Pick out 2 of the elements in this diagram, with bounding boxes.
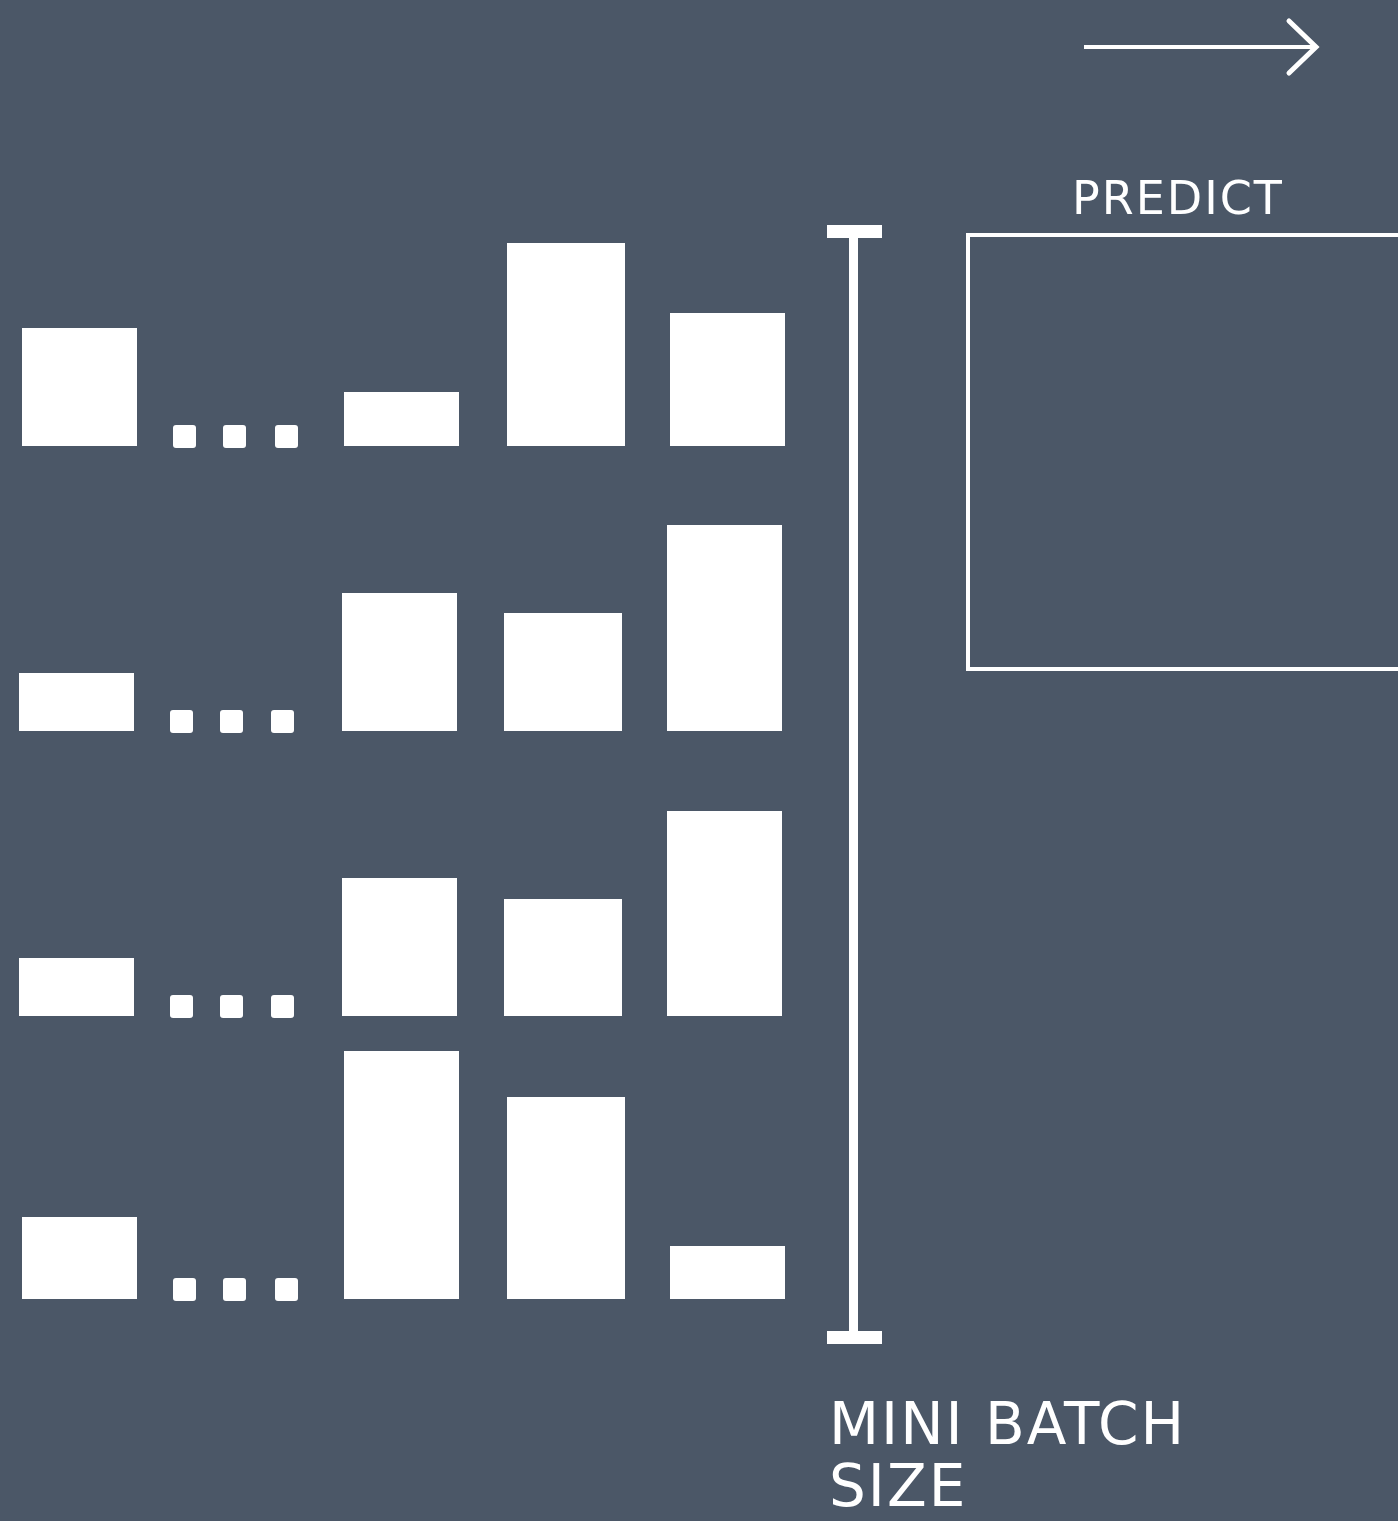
dimension-label: MINI BATCH SIZE xyxy=(829,1393,1188,1517)
box-heading: PREDICT xyxy=(1072,171,1284,225)
